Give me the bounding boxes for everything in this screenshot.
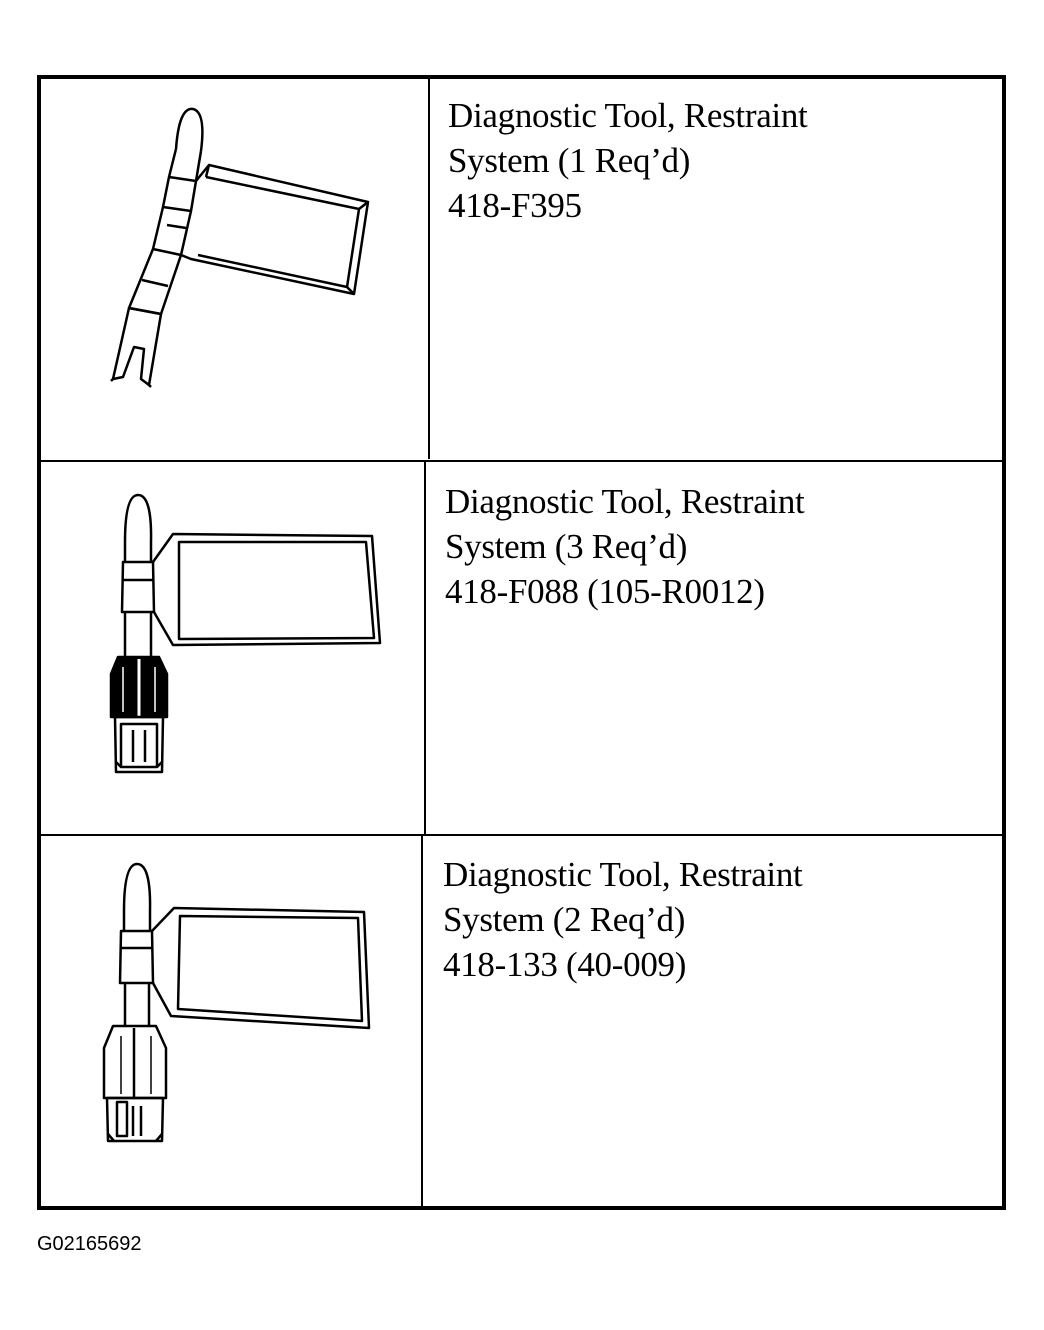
- diagnostic-tool-black-connector-icon: [41, 462, 421, 834]
- tool-requirement: System (1 Req’d): [448, 141, 691, 180]
- tool-part-number: 418-F088 (105-R0012): [445, 572, 765, 611]
- diagnostic-tool-white-connector-icon: [41, 836, 421, 1208]
- tool-requirement: System (2 Req’d): [443, 900, 686, 939]
- tool-name: Diagnostic Tool, Restraint: [448, 96, 808, 135]
- tool-row: Diagnostic Tool, Restraint System (1 Req…: [41, 79, 1002, 459]
- figure-id: G02165692: [37, 1233, 142, 1255]
- column-divider: [424, 462, 426, 834]
- column-divider: [428, 79, 430, 459]
- tool-requirement: System (3 Req’d): [445, 527, 688, 566]
- tool-row: Diagnostic Tool, Restraint System (2 Req…: [41, 834, 1002, 1208]
- tool-row: Diagnostic Tool, Restraint System (3 Req…: [41, 460, 1002, 834]
- diagnostic-tool-fork-tip-icon: [41, 79, 421, 459]
- tool-description: Diagnostic Tool, Restraint System (3 Req…: [445, 479, 805, 614]
- tool-part-number: 418-133 (40-009): [443, 945, 687, 984]
- tool-name: Diagnostic Tool, Restraint: [443, 855, 803, 894]
- tool-name: Diagnostic Tool, Restraint: [445, 482, 805, 521]
- tool-part-number: 418-F395: [448, 186, 582, 225]
- column-divider: [421, 836, 423, 1208]
- tool-description: Diagnostic Tool, Restraint System (2 Req…: [443, 852, 803, 987]
- tool-table: Diagnostic Tool, Restraint System (1 Req…: [37, 75, 1006, 1210]
- tool-description: Diagnostic Tool, Restraint System (1 Req…: [448, 93, 808, 228]
